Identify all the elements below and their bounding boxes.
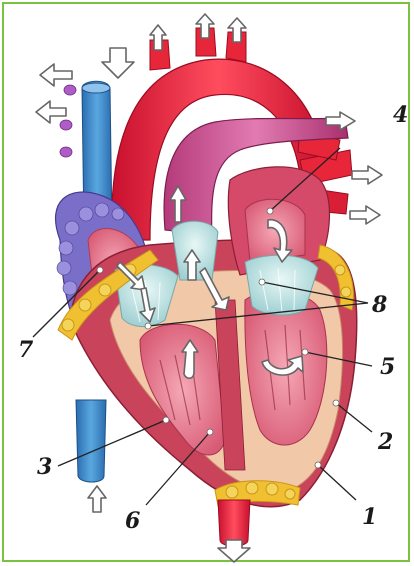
arrow-left-pv-2 [350,206,380,224]
leader-3-dot [163,417,169,423]
label-5: 5 [380,354,395,380]
leader-5-dot [302,349,308,355]
label-3: 3 [37,454,52,480]
arrow-up-ivc [88,486,106,512]
leader-3 [58,420,166,466]
leader-7-dot [97,267,103,273]
label-8: 8 [371,292,387,318]
inferior-vena-cava [76,400,106,482]
label-6: 6 [125,508,140,534]
leader-8b-dot [259,279,265,285]
arrow-left-pv-1 [352,166,382,184]
leader-1 [318,465,356,500]
label-2: 2 [377,429,393,455]
arrow-left-1 [40,64,72,86]
label-4: 4 [393,102,408,128]
leader-6-dot [207,429,213,435]
leader-1-dot [315,462,321,468]
leader-4-dot [267,208,273,214]
arrow-left-2 [36,101,66,123]
vessel-branches [60,85,76,157]
leader-2-dot [333,400,339,406]
descending-aorta [218,500,250,546]
leader-8a-dot [145,323,151,329]
arrow-down-svc [102,48,134,78]
label-1: 1 [362,504,377,530]
label-7: 7 [18,337,34,363]
